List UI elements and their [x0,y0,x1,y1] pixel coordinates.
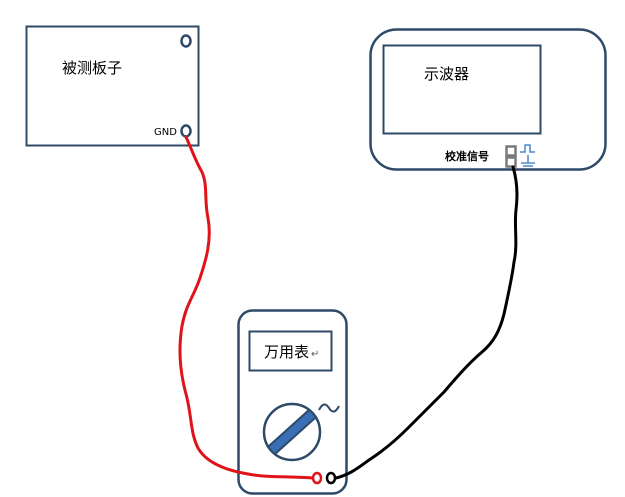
black-input-jack [325,471,337,485]
test-board-label: 被测板子 [62,59,122,77]
multimeter: 万用表 ↵ [237,309,348,495]
gnd-label: GND [154,127,177,138]
multimeter-label: 万用表 [264,343,309,361]
red-test-lead [178,135,314,480]
gnd-terminal [180,124,192,138]
rotary-dial-icon [262,402,322,462]
ground-icon [521,155,535,167]
ac-wave-icon [318,403,340,413]
calibration-signal-label: 校准信号 [445,149,489,163]
black-test-lead [334,165,519,480]
calibration-signal-terminal [505,145,517,157]
return-mark: ↵ [311,349,319,360]
red-input-jack [311,471,323,485]
test-board-top-terminal [180,34,192,48]
oscilloscope-screen [382,44,542,135]
square-wave-icon [520,144,535,153]
test-board-outline [25,25,200,147]
calibration-ground-terminal [505,156,517,168]
oscilloscope: 示波器 校准信号 [369,28,607,171]
multimeter-display [248,330,333,372]
test-board: 被测板子 GND [25,25,200,147]
oscilloscope-label: 示波器 [424,65,469,83]
